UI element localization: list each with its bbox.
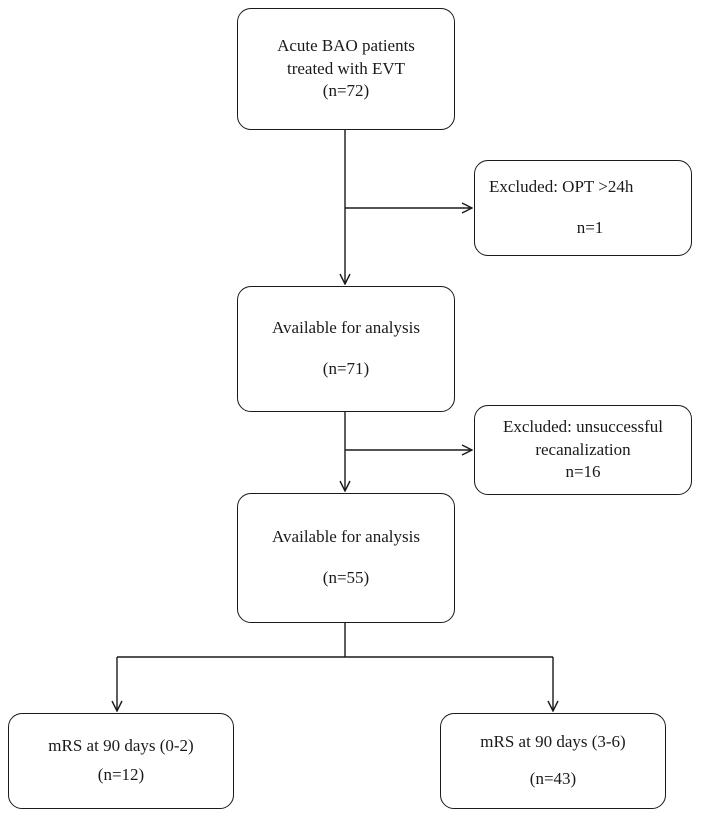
box-excluded-recanalization: Excluded: unsuccessful recanalization n=… [474, 405, 692, 495]
box-avail2-count: (n=55) [322, 568, 370, 587]
box-poor-count: (n=43) [529, 769, 577, 788]
box-start-count: (n=72) [322, 81, 370, 101]
box-avail1-count: (n=71) [322, 359, 370, 378]
box-excl1-line1: Excluded: OPT >24h [489, 177, 634, 197]
box-mrs-poor-outcome: mRS at 90 days (3-6) (n=43) [440, 713, 666, 809]
box-excl2-count: n=16 [565, 462, 601, 482]
box-start-line2: treated with EVT [286, 58, 405, 78]
box-good-count: (n=12) [97, 765, 145, 784]
box-avail1-line1: Available for analysis [272, 318, 420, 338]
box-excluded-opt: Excluded: OPT >24h n=1 [474, 160, 692, 256]
box-excl2-line1: Excluded: unsuccessful [502, 416, 664, 436]
box-available-analysis-1: Available for analysis (n=71) [237, 286, 455, 412]
box-avail2-line1: Available for analysis [272, 527, 420, 547]
box-available-analysis-2: Available for analysis (n=55) [237, 493, 455, 623]
box-good-line1: mRS at 90 days (0-2) [48, 736, 194, 756]
box-start-line1: Acute BAO patients [277, 35, 415, 55]
box-excl1-count: n=1 [576, 218, 604, 237]
box-poor-line1: mRS at 90 days (3-6) [480, 732, 626, 752]
box-acute-bao-patients: Acute BAO patients treated with EVT (n=7… [237, 8, 455, 130]
box-mrs-good-outcome: mRS at 90 days (0-2) (n=12) [8, 713, 234, 809]
box-excl2-line2: recanalization [535, 439, 631, 459]
